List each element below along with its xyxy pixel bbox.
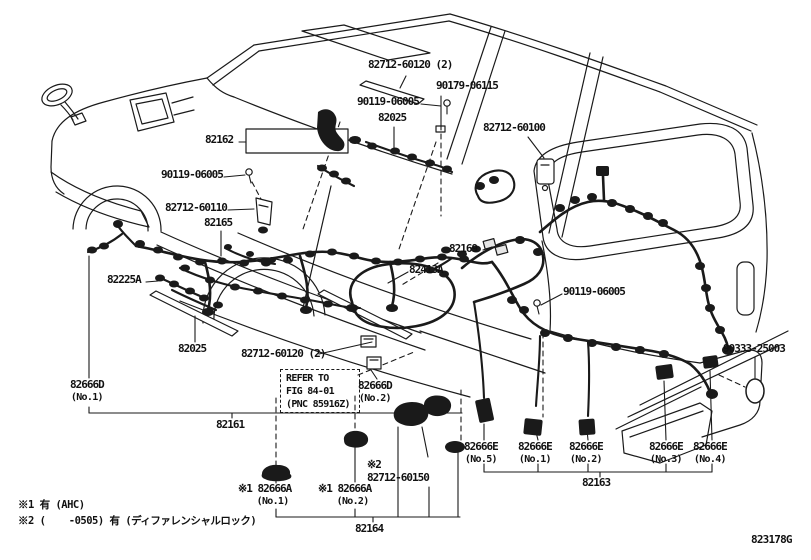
bolt-90119-left [245, 168, 253, 176]
figure-code: 823178G [751, 533, 793, 546]
footnote-1: ※1 有 (AHC) [18, 499, 85, 511]
part-label-82164: 82164 [355, 522, 384, 535]
refer-line1: REFER TO [286, 373, 329, 384]
part-label-82712-60120-roof: 82712-60120 (2) [368, 58, 453, 71]
part-label-82025-bottom: 82025 [178, 342, 207, 355]
connector-82666E-no4 [702, 355, 719, 369]
connector-82666E-no3 [655, 364, 674, 380]
sill-wire-strip-left [149, 290, 239, 337]
part-label-90119-06005-top: 90119-06005 [357, 95, 420, 108]
part-label-82712-60100: 82712-60100 [483, 121, 546, 134]
part-label-82666D-no1: 82666D(No.1) [70, 378, 105, 403]
part-label-82666A-no1: ※1 82666A(No.1) [238, 482, 292, 507]
refer-note-box: REFER TO FIG 84-01 (PNC 85916Z) [280, 369, 360, 413]
connector-82666E-no2 [578, 418, 596, 436]
door-harness-silhouette [317, 109, 345, 152]
part-label-82162: 82162 [205, 133, 234, 146]
connector-82666E-no1 [523, 418, 543, 436]
part-label-82163: 82163 [582, 476, 611, 489]
sill-wire-strip-right [317, 289, 413, 340]
roof-wire-strip [359, 80, 425, 105]
part-label-90333-25003: 90333-25003 [723, 342, 786, 355]
rear-bumper-icon [621, 402, 713, 464]
part-label-82165: 82165 [204, 216, 233, 229]
bracket-82161 [88, 412, 463, 419]
part-label-82666A-no2: ※1 82666A(No.2) [318, 482, 372, 507]
junction-connector-no2 [343, 430, 369, 448]
part-label-82666D-no2: 82666D(No.2) [358, 379, 393, 404]
roof-outline [253, 13, 758, 238]
bolt-90119-top [443, 99, 451, 107]
part-label-82666E-no4: 82666E(No.4) [693, 440, 728, 465]
bracket-82163 [483, 471, 713, 478]
connector-cluster [393, 402, 429, 426]
part-label-82161: 82161 [216, 418, 245, 431]
footnote-2: ※2 ( -0505) 有 (ディファレンシャルロック) [18, 515, 257, 527]
part-label-82666E-no5: 82666E(No.5) [464, 440, 499, 465]
part-label-90179-06115: 90179-06115 [436, 79, 499, 92]
fender-mirror-icon [41, 83, 73, 107]
part-label-82025-top: 82025 [378, 111, 407, 124]
part-label-82712-60120-sill: 82712-60120 (2) [241, 347, 326, 360]
taillight-icon [736, 261, 755, 316]
leader-lines [88, 75, 756, 523]
part-label-82666E-no2: 82666E(No.2) [569, 440, 604, 465]
part-label-82413A: 82413A [409, 263, 444, 276]
grommet-90333-25003 [745, 378, 765, 404]
clip-82712-60110 [255, 197, 273, 226]
door-mirror-icon [129, 92, 175, 132]
wiring-harness [86, 140, 730, 418]
part-label-82666E-no3: 82666E(No.3) [649, 440, 684, 465]
bolt-90119-rear [533, 299, 541, 307]
nut-90179 [435, 125, 446, 133]
part-label-90119-06005-rear: 90119-06005 [563, 285, 626, 298]
connector-82666E-no5 [475, 397, 494, 423]
junction-connector-no1 [261, 464, 292, 482]
connector-blobs [87, 99, 765, 482]
part-label-82712-60110: 82712-60110 [165, 201, 228, 214]
clip-82712-60100 [536, 158, 555, 185]
part-label-82666E-no1: 82666E(No.1) [518, 440, 553, 465]
part-label-82225A: 82225A [107, 273, 142, 286]
part-label-90119-06005-left: 90119-06005 [161, 168, 224, 181]
refer-line2: FIG 84-01 [286, 386, 335, 397]
part-label-82169: 82169 [449, 242, 478, 255]
refer-line3: (PNC 85916Z) [286, 399, 351, 410]
